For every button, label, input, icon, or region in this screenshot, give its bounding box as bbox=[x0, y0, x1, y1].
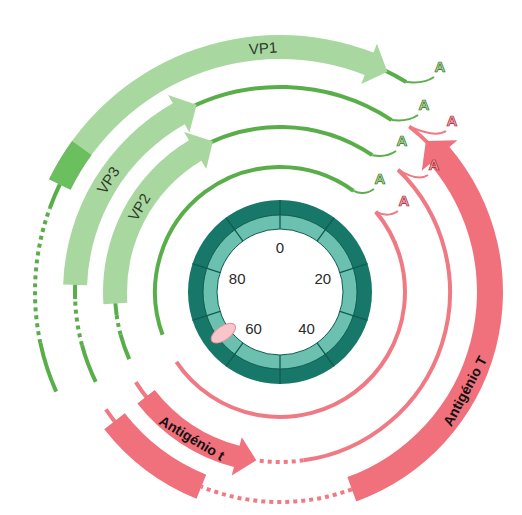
intron-dotted-line bbox=[201, 487, 351, 502]
map-tick bbox=[226, 218, 243, 241]
map-tick bbox=[340, 311, 368, 320]
map-tick bbox=[317, 218, 334, 241]
vp1-leader bbox=[49, 141, 91, 190]
protein-label: Antigénio t bbox=[157, 413, 227, 463]
origin-marker bbox=[208, 319, 239, 347]
intron-dotted-line bbox=[256, 460, 303, 462]
map-tick bbox=[340, 264, 368, 273]
polya-label: A bbox=[435, 59, 446, 74]
map-center bbox=[217, 229, 343, 355]
intron-dotted-line bbox=[75, 299, 82, 345]
protein-label: Antigénio T bbox=[441, 353, 490, 428]
map-tick bbox=[279, 200, 280, 229]
protein-label: VP1 bbox=[248, 39, 277, 56]
intron-dotted-line bbox=[35, 208, 50, 343]
map-ring-outer bbox=[188, 200, 372, 384]
polya-label: A bbox=[399, 193, 410, 208]
polya-label: A bbox=[429, 157, 440, 172]
map-tick bbox=[279, 355, 280, 384]
polya-hook bbox=[398, 170, 428, 178]
polya-hook bbox=[392, 115, 418, 120]
polya-hook bbox=[409, 127, 446, 134]
protein-label: VP3 bbox=[94, 164, 122, 196]
map-unit: 20 bbox=[314, 271, 331, 286]
map-tick bbox=[226, 343, 243, 366]
polya-label: A bbox=[397, 133, 408, 148]
transcript-line bbox=[121, 335, 130, 359]
map-unit: 60 bbox=[245, 321, 262, 336]
polya-hook bbox=[372, 151, 396, 156]
map-tick bbox=[193, 264, 221, 273]
protein-label: VP2 bbox=[125, 191, 152, 223]
polya-label: A bbox=[419, 97, 430, 112]
transcript-line bbox=[155, 167, 353, 335]
map-ring-inner bbox=[203, 215, 357, 369]
polya-hook bbox=[353, 189, 374, 193]
polya-hook bbox=[406, 77, 434, 82]
map-unit: 40 bbox=[298, 321, 315, 336]
map-tick bbox=[317, 343, 334, 366]
map-unit: 0 bbox=[276, 240, 284, 255]
vp2-arrow bbox=[103, 132, 213, 304]
transcript-line bbox=[176, 212, 405, 417]
transcript-line bbox=[82, 345, 96, 382]
large-t-exon bbox=[104, 413, 206, 498]
transcript-line bbox=[40, 343, 56, 392]
polya-label: A bbox=[375, 171, 386, 186]
map-tick bbox=[193, 311, 221, 320]
polya-label: A bbox=[447, 113, 458, 128]
vp1-arrow bbox=[49, 35, 387, 190]
large-t-arrow bbox=[347, 140, 503, 501]
polya-hook bbox=[376, 211, 398, 215]
transcript-line bbox=[304, 170, 450, 461]
map-unit: 80 bbox=[229, 271, 246, 286]
intron-dotted-line bbox=[117, 315, 121, 335]
